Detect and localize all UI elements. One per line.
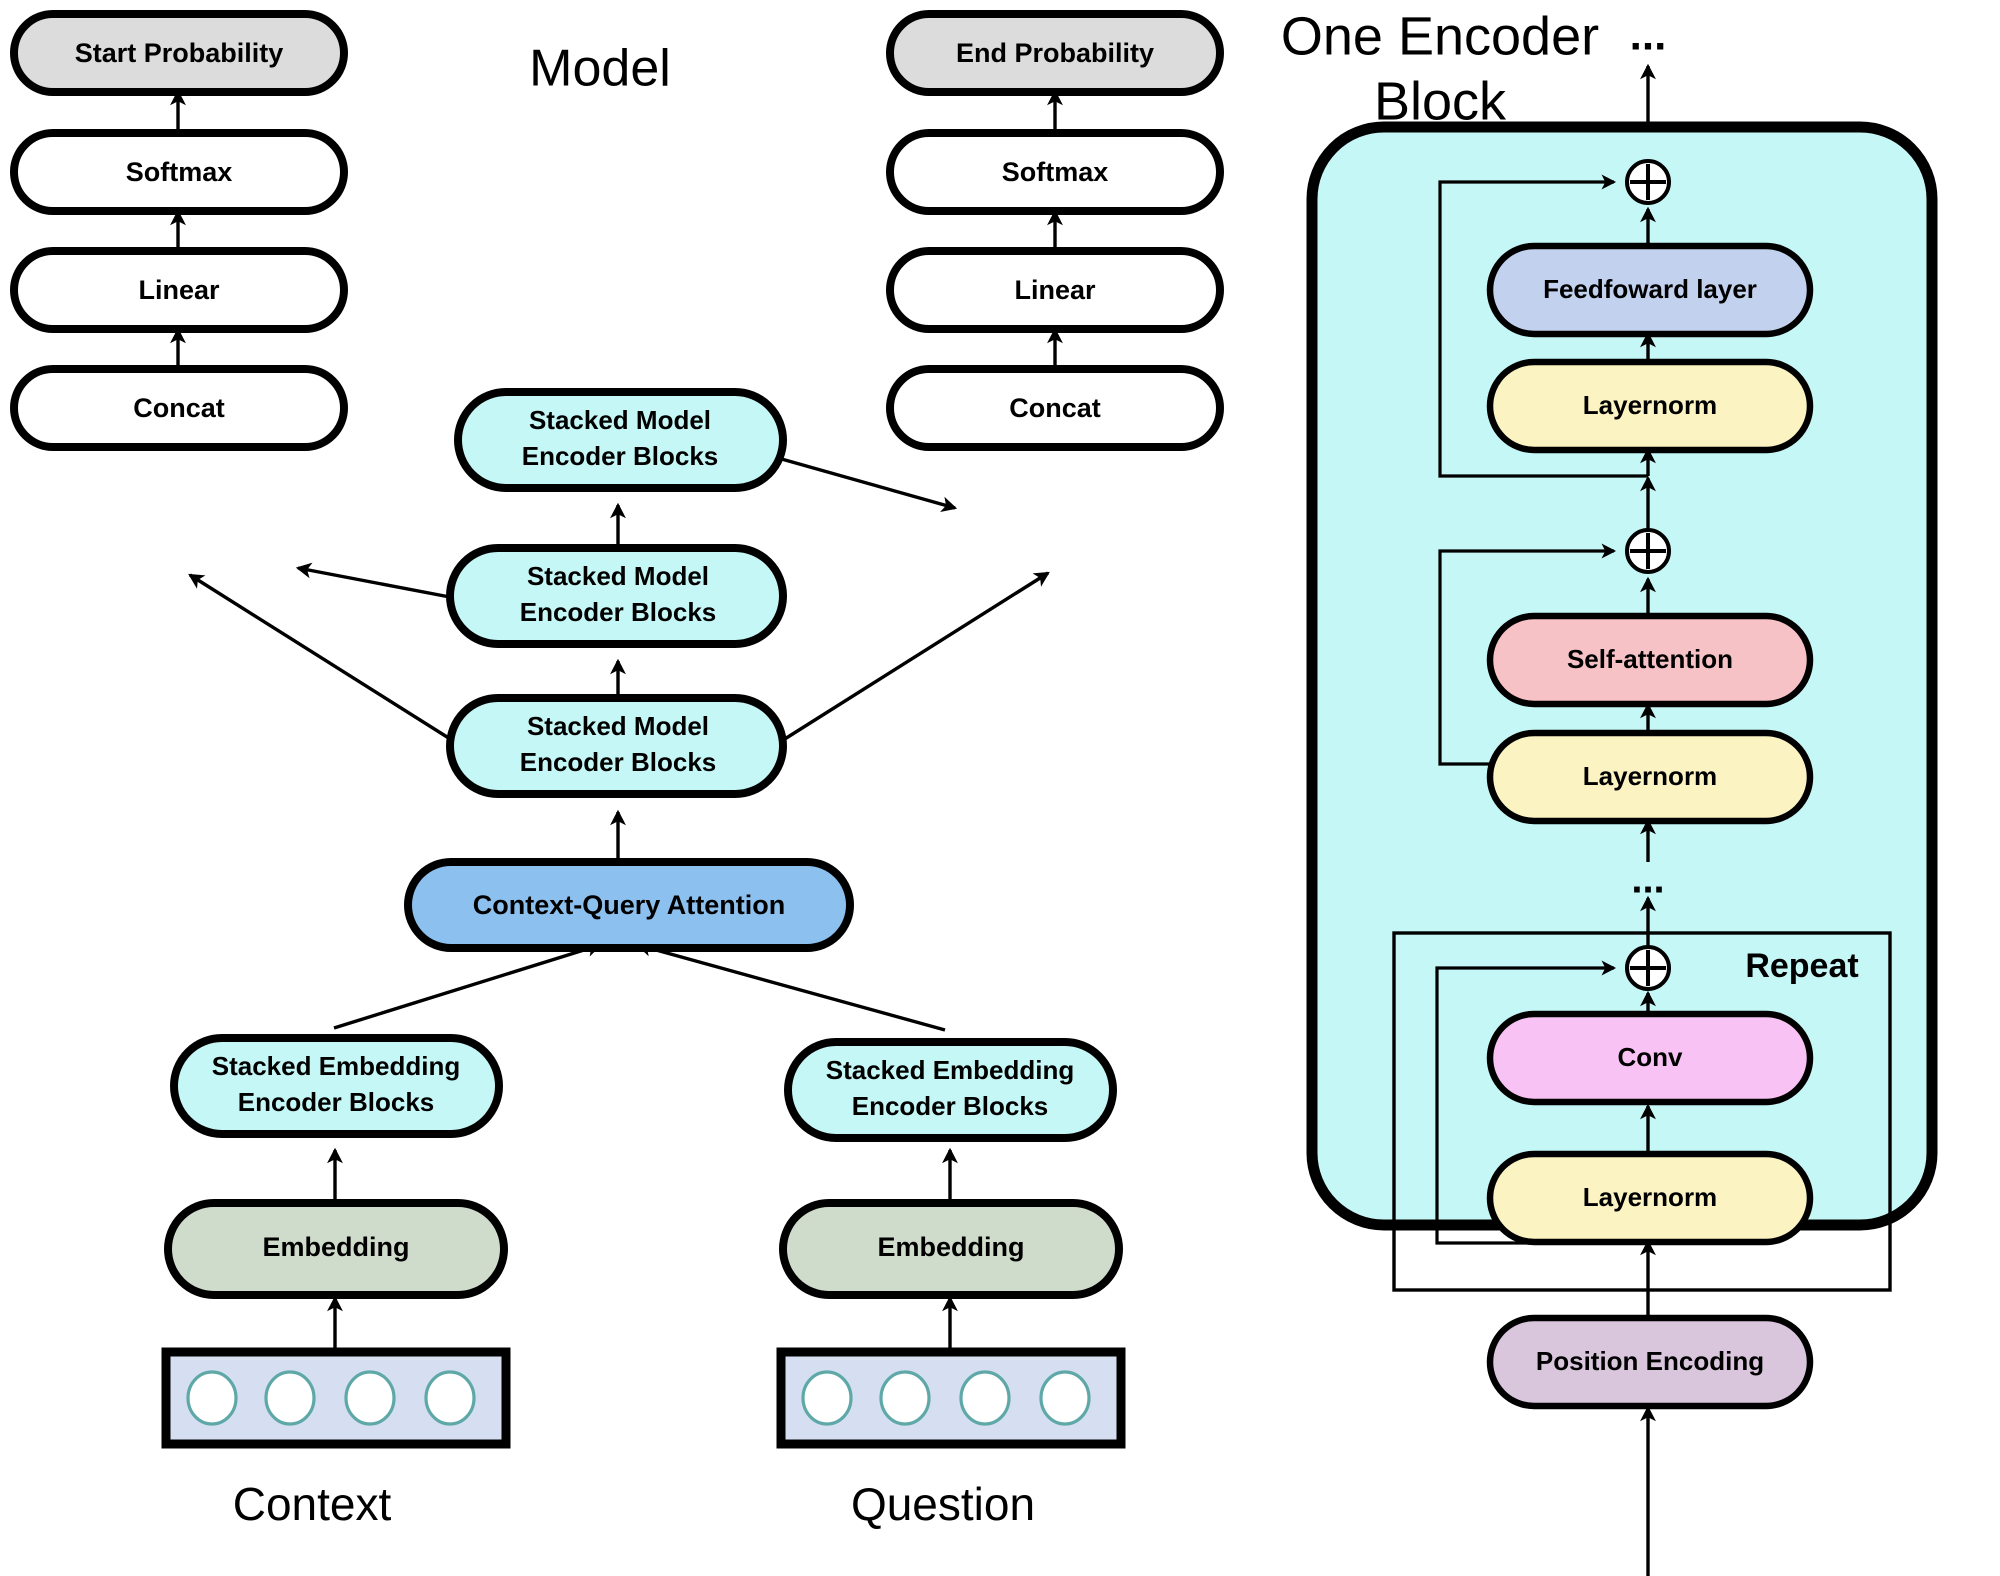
token-circle xyxy=(424,1370,476,1426)
node-stacked-model-encoder-3-line1: Stacked Model xyxy=(529,405,711,435)
node-stacked-embedding-question-line1: Stacked Embedding xyxy=(826,1055,1075,1085)
caption-context: Context xyxy=(233,1478,392,1530)
encoder-block-title-line2: Block xyxy=(1374,71,1507,131)
node-softmax-start[interactable]: Softmax xyxy=(10,129,348,215)
node-softmax-start-label: Softmax xyxy=(126,157,233,187)
node-layernorm-mid[interactable]: Layernorm xyxy=(1486,729,1814,825)
repeat-label: Repeat xyxy=(1745,947,1858,985)
node-stacked-model-encoder-2[interactable]: Stacked Model Encoder Blocks xyxy=(446,544,787,648)
node-concat-start-label: Concat xyxy=(133,393,225,423)
node-start-probability-label: Start Probability xyxy=(75,38,284,68)
node-concat-end-label: Concat xyxy=(1009,393,1101,423)
node-stacked-model-encoder-2-line2: Encoder Blocks xyxy=(520,597,717,627)
plus-node-self-attention xyxy=(1625,528,1671,574)
arrow-enc3-to-concat-end xyxy=(777,456,958,513)
node-stacked-model-encoder-1-line1: Stacked Model xyxy=(527,711,709,741)
token-box-context[interactable] xyxy=(161,1347,511,1449)
node-layernorm-bottom-label: Layernorm xyxy=(1583,1182,1717,1212)
node-softmax-end[interactable]: Softmax xyxy=(886,129,1224,215)
node-feedforward-layer[interactable]: Feedfoward layer xyxy=(1486,242,1814,338)
node-layernorm-top-label: Layernorm xyxy=(1583,390,1717,420)
node-conv[interactable]: Conv xyxy=(1486,1010,1814,1106)
model-title: Model xyxy=(529,40,671,98)
node-position-encoding-label: Position Encoding xyxy=(1536,1346,1764,1376)
node-concat-start[interactable]: Concat xyxy=(10,365,348,451)
node-embedding-question[interactable]: Embedding xyxy=(779,1199,1123,1299)
token-circle xyxy=(344,1370,396,1426)
node-stacked-embedding-question[interactable]: Stacked Embedding Encoder Blocks xyxy=(784,1038,1117,1142)
node-end-probability[interactable]: End Probability xyxy=(886,10,1224,96)
encoder-middle-ellipsis: ... xyxy=(1631,858,1664,902)
node-position-encoding[interactable]: Position Encoding xyxy=(1486,1314,1814,1410)
node-stacked-model-encoder-3[interactable]: Stacked Model Encoder Blocks xyxy=(454,388,787,492)
node-stacked-model-encoder-1-line2: Encoder Blocks xyxy=(520,747,717,777)
node-linear-start[interactable]: Linear xyxy=(10,247,348,333)
node-layernorm-top[interactable]: Layernorm xyxy=(1486,358,1814,454)
node-context-query-attention-label: Context-Query Attention xyxy=(473,890,786,920)
node-layernorm-bottom[interactable]: Layernorm xyxy=(1486,1150,1814,1246)
node-context-query-attention[interactable]: Context-Query Attention xyxy=(404,858,854,952)
arrow-enc2-to-concat-start xyxy=(295,562,456,600)
encoder-top-ellipsis: ... xyxy=(1630,11,1667,60)
residual-path-feedforward xyxy=(1438,174,1648,478)
node-concat-end[interactable]: Concat xyxy=(886,365,1224,451)
arrow-question-embedding-to-attention xyxy=(635,940,946,1032)
token-circle xyxy=(879,1370,931,1426)
node-stacked-embedding-question-line2: Encoder Blocks xyxy=(852,1091,1049,1121)
node-conv-label: Conv xyxy=(1618,1042,1684,1072)
arrow-enc1-to-concat-end-2 xyxy=(779,571,1050,744)
node-embedding-question-label: Embedding xyxy=(878,1232,1025,1262)
node-self-attention[interactable]: Self-attention xyxy=(1486,612,1814,708)
token-box-question[interactable] xyxy=(776,1347,1126,1449)
node-stacked-model-encoder-2-line1: Stacked Model xyxy=(527,561,709,591)
node-end-probability-label: End Probability xyxy=(956,38,1154,68)
node-linear-end-label: Linear xyxy=(1014,275,1096,305)
token-circle xyxy=(959,1370,1011,1426)
token-circle xyxy=(186,1370,238,1426)
node-linear-end[interactable]: Linear xyxy=(886,247,1224,333)
node-stacked-model-encoder-3-line2: Encoder Blocks xyxy=(522,441,719,471)
node-softmax-end-label: Softmax xyxy=(1002,157,1109,187)
repeat-box xyxy=(1392,931,1892,1292)
token-circle xyxy=(1039,1370,1091,1426)
node-linear-start-label: Linear xyxy=(138,275,220,305)
node-stacked-model-encoder-1[interactable]: Stacked Model Encoder Blocks xyxy=(446,694,787,798)
node-feedforward-layer-label: Feedfoward layer xyxy=(1543,274,1757,304)
encoder-block-title-line1: One Encoder xyxy=(1281,6,1599,66)
token-circle xyxy=(264,1370,316,1426)
token-circle xyxy=(801,1370,853,1426)
arrow-context-embedding-to-attention xyxy=(333,941,603,1030)
node-stacked-embedding-context[interactable]: Stacked Embedding Encoder Blocks xyxy=(170,1034,503,1138)
arrow-enc1-to-concat-start xyxy=(188,573,456,744)
node-embedding-context[interactable]: Embedding xyxy=(164,1199,508,1299)
plus-node-conv xyxy=(1625,945,1671,991)
node-start-probability[interactable]: Start Probability xyxy=(10,10,348,96)
plus-node-feedforward xyxy=(1625,159,1671,205)
node-self-attention-label: Self-attention xyxy=(1567,644,1733,674)
node-layernorm-mid-label: Layernorm xyxy=(1583,761,1717,791)
caption-question: Question xyxy=(851,1478,1035,1530)
node-stacked-embedding-context-line2: Encoder Blocks xyxy=(238,1087,435,1117)
node-stacked-embedding-context-line1: Stacked Embedding xyxy=(212,1051,461,1081)
node-embedding-context-label: Embedding xyxy=(263,1232,410,1262)
